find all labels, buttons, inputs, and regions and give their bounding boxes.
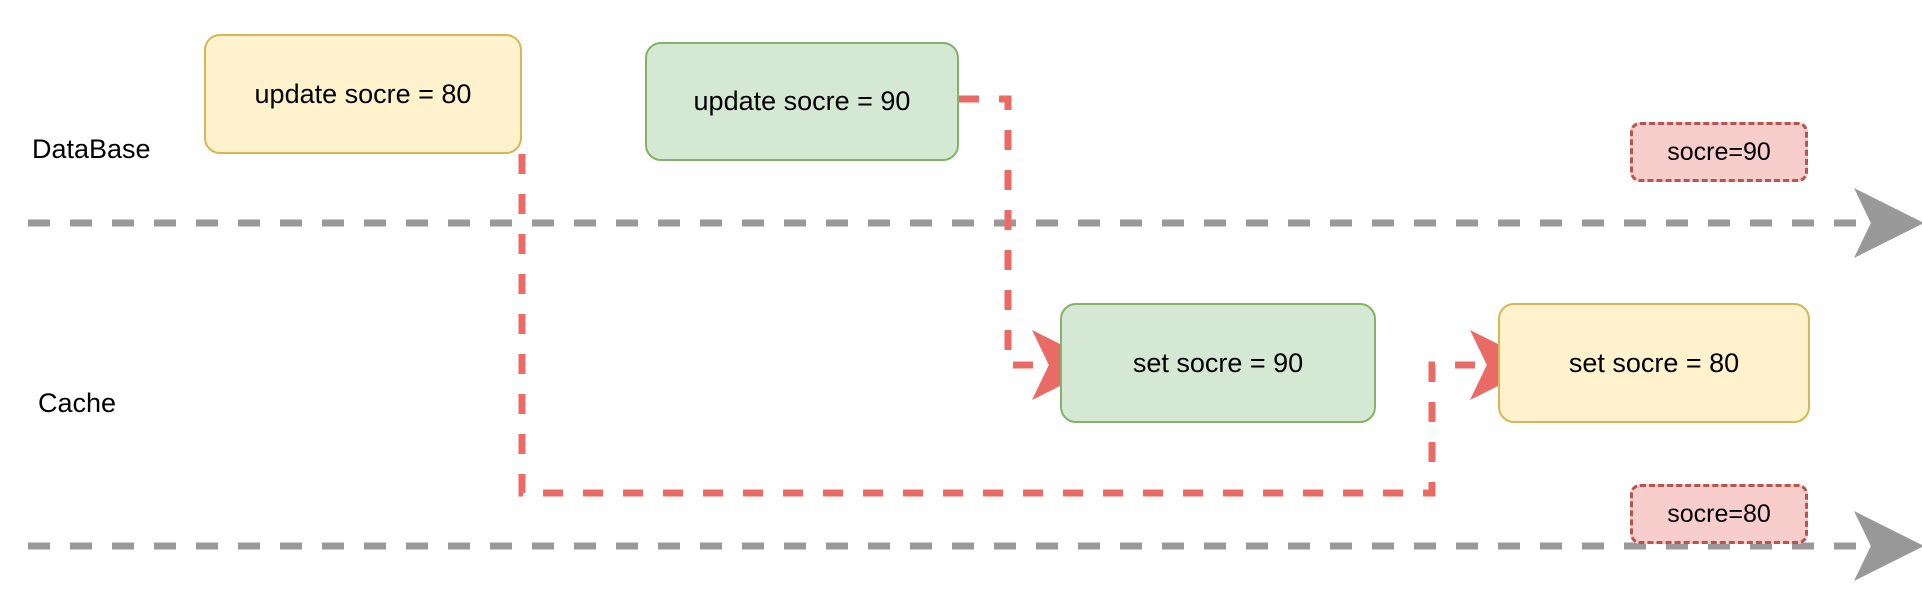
node-cache-set-90[interactable]: set socre = 90 — [1060, 303, 1376, 423]
lane-label-cache: Cache — [38, 388, 117, 418]
lane-label-database: DataBase — [32, 134, 151, 164]
node-db-update-90[interactable]: update socre = 90 — [645, 42, 959, 161]
flow-update80-to-set80 — [518, 154, 1540, 497]
node-cache-set-80[interactable]: set socre = 80 — [1498, 303, 1810, 423]
badge-cache-final-value[interactable]: socre=80 — [1630, 484, 1808, 544]
node-db-update-80[interactable]: update socre = 80 — [204, 34, 522, 154]
badge-database-final-value[interactable]: socre=90 — [1630, 122, 1808, 182]
flow-update90-to-set90 — [959, 95, 1102, 400]
